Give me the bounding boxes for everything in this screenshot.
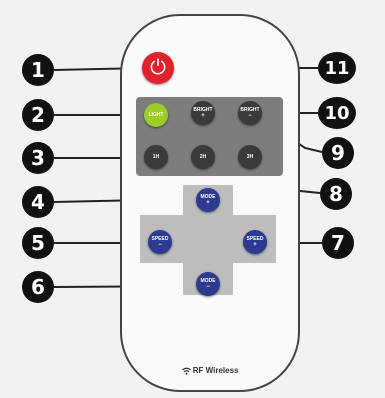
timer-1h-button[interactable]: 1H xyxy=(144,145,168,169)
power-button[interactable]: ⏻ xyxy=(142,52,174,84)
bright-down-button[interactable]: BRIGHT − xyxy=(238,101,262,125)
power-icon: ⏻ xyxy=(150,57,166,79)
callout-2: 2 xyxy=(22,99,54,131)
speed-up-label: SPEED xyxy=(246,236,264,242)
mode-up-button[interactable]: MODE + xyxy=(196,188,220,212)
timer-1h-label: 1H xyxy=(152,154,160,160)
mode-down-label: MODE xyxy=(200,278,216,284)
bright-down-label: BRIGHT xyxy=(240,107,260,113)
callout-3: 3 xyxy=(22,142,54,174)
callout-10: 10 xyxy=(318,97,356,129)
callout-1: 1 xyxy=(22,54,54,86)
speed-up-sign: + xyxy=(253,242,257,248)
light-button[interactable]: LIGHT xyxy=(144,103,168,127)
timer-2h-label: 2H xyxy=(199,154,207,160)
speed-down-button[interactable]: SPEED − xyxy=(148,230,172,254)
mode-up-sign: + xyxy=(206,200,210,206)
timer-2h-button[interactable]: 2H xyxy=(191,145,215,169)
mode-down-sign: − xyxy=(206,284,210,290)
speed-down-label: SPEED xyxy=(151,236,169,242)
callout-5: 5 xyxy=(22,227,54,259)
callout-6: 6 xyxy=(22,271,54,303)
speed-down-sign: − xyxy=(158,242,162,248)
callout-7: 7 xyxy=(322,227,354,259)
callout-4: 4 xyxy=(22,186,54,218)
mode-down-button[interactable]: MODE − xyxy=(196,272,220,296)
footer-text: RF Wireless xyxy=(192,366,239,375)
bright-up-button[interactable]: BRIGHT + xyxy=(191,101,215,125)
bright-up-sign: + xyxy=(201,113,205,119)
bright-down-sign: − xyxy=(248,113,252,119)
callout-8: 8 xyxy=(320,178,352,210)
wifi-icon xyxy=(181,367,191,375)
timer-3h-label: 3H xyxy=(246,154,254,160)
mode-up-label: MODE xyxy=(200,194,216,200)
timer-3h-button[interactable]: 3H xyxy=(238,145,262,169)
light-button-label: LIGHT xyxy=(148,112,164,118)
callout-9: 9 xyxy=(322,137,354,169)
bright-up-label: BRIGHT xyxy=(193,107,213,113)
callout-11: 11 xyxy=(318,52,356,84)
footer-label: RF Wireless xyxy=(120,366,300,375)
speed-up-button[interactable]: SPEED + xyxy=(243,230,267,254)
